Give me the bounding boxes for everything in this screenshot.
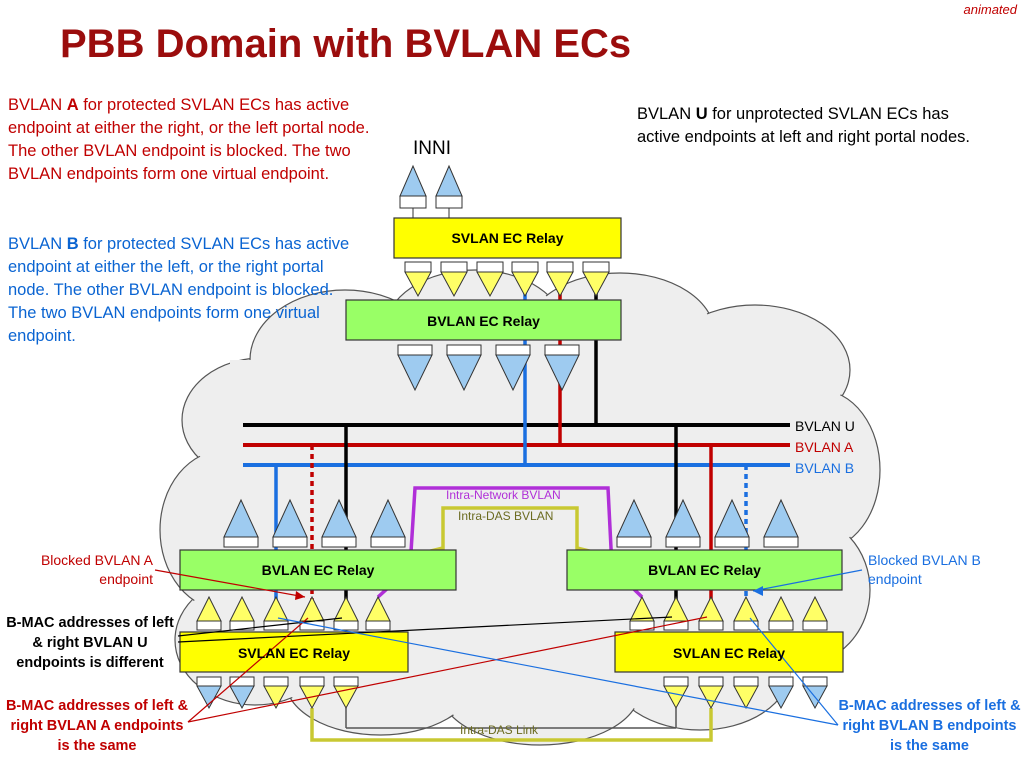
blocked-bvlan-a-note: Blocked BVLAN A endpoint [40, 552, 153, 587]
legend-bvlan-u: BVLAN U [795, 418, 855, 434]
legend-bvlan-b: BVLAN B [795, 460, 855, 476]
right-node-middle-ports [629, 595, 828, 631]
top-bvlan-relay-box [345, 299, 622, 341]
intra-das-link-label: Intra-DAS Link [460, 723, 539, 737]
top-bvlan-relay-label: BVLAN EC Relay [427, 313, 540, 329]
right-node-lower-ports [663, 676, 828, 710]
right-node-upper-ports [616, 498, 799, 548]
page-title: PBB Domain with BVLAN ECs [60, 22, 632, 66]
animated-tag: animated [963, 2, 1017, 17]
legend-bvlan-a: BVLAN A [795, 439, 854, 455]
left-bvlan-relay-label: BVLAN EC Relay [261, 562, 375, 578]
inni-label: INNI [413, 138, 451, 159]
top-svlan-relay-box [393, 217, 622, 259]
intra-network-bvlan-label: Intra-Network BVLAN [446, 488, 561, 502]
left-node-upper-ports [223, 498, 406, 548]
bvlan-u-description: BVLAN U for unprotected SVLAN ECs has ac… [637, 105, 970, 146]
bmac-bvlan-a-note: B-MAC addresses of left & right BVLAN A … [5, 698, 189, 754]
right-svlan-relay-box [614, 631, 844, 673]
blocked-bvlan-b-note: Blocked BVLAN B endpoint [868, 552, 981, 587]
top-bvlan-ports [397, 344, 580, 392]
bvlan-b-description: BVLAN B for protected SVLAN ECs has acti… [8, 235, 350, 345]
top-middle-ports [404, 261, 610, 298]
bmac-bvlan-b-note: B-MAC addresses of left & right BVLAN B … [838, 698, 1021, 754]
bvlan-a-description: BVLAN A for protected SVLAN ECs has acti… [8, 96, 370, 183]
right-bvlan-relay-box [566, 549, 843, 591]
intra-das-link-line [310, 708, 713, 742]
intra-das-bvlan-line [414, 506, 606, 557]
right-svlan-relay-label: SVLAN EC Relay [672, 645, 786, 661]
bmac-bvlan-u-note: B-MAC addresses of left & right BVLAN U … [6, 615, 174, 671]
top-svlan-relay-label: SVLAN EC Relay [451, 230, 564, 246]
annotation-arrows [154, 569, 863, 726]
right-bvlan-relay-label: BVLAN EC Relay [648, 562, 761, 578]
inni-ports [399, 164, 463, 218]
left-svlan-relay-label: SVLAN EC Relay [237, 645, 351, 661]
intra-das-bvlan-label: Intra-DAS BVLAN [458, 509, 554, 523]
left-svlan-relay-box [179, 631, 409, 673]
